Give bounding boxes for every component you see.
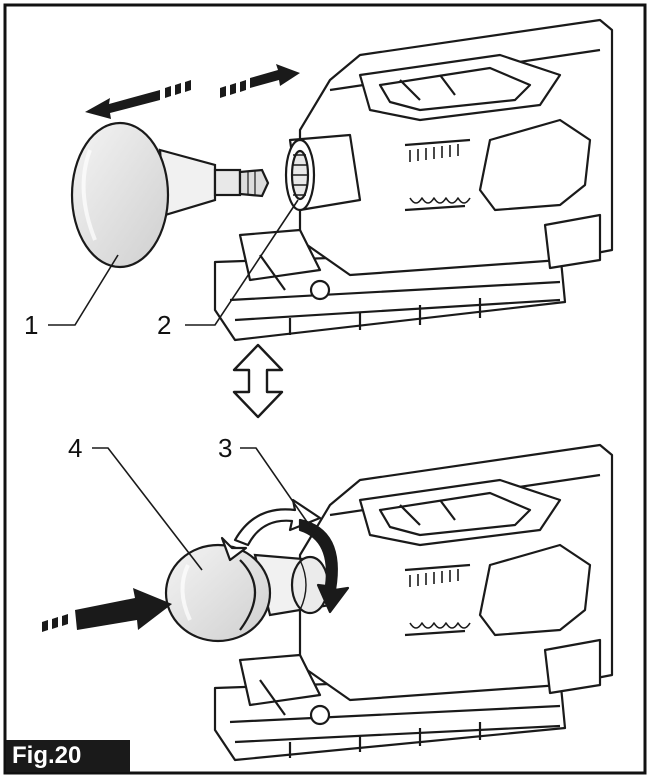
dust-nozzle-knob-bottom [164,543,332,643]
callout-1: 1 [24,310,39,340]
push-arrow-bottom [42,588,172,632]
slide-arrows-top [85,64,300,119]
callout-4: 4 [68,433,83,463]
figure-border [3,3,647,775]
callout-2: 2 [157,310,172,340]
sander-top [213,18,614,342]
leader-lines-bottom [92,447,324,571]
sander-bottom [213,443,614,762]
callout-3: 3 [218,433,233,463]
dust-nozzle-knob-top [70,121,270,269]
leader-lines-top [48,199,299,326]
figure-label: Fig.20 [6,740,130,772]
transition-arrow [232,343,284,419]
